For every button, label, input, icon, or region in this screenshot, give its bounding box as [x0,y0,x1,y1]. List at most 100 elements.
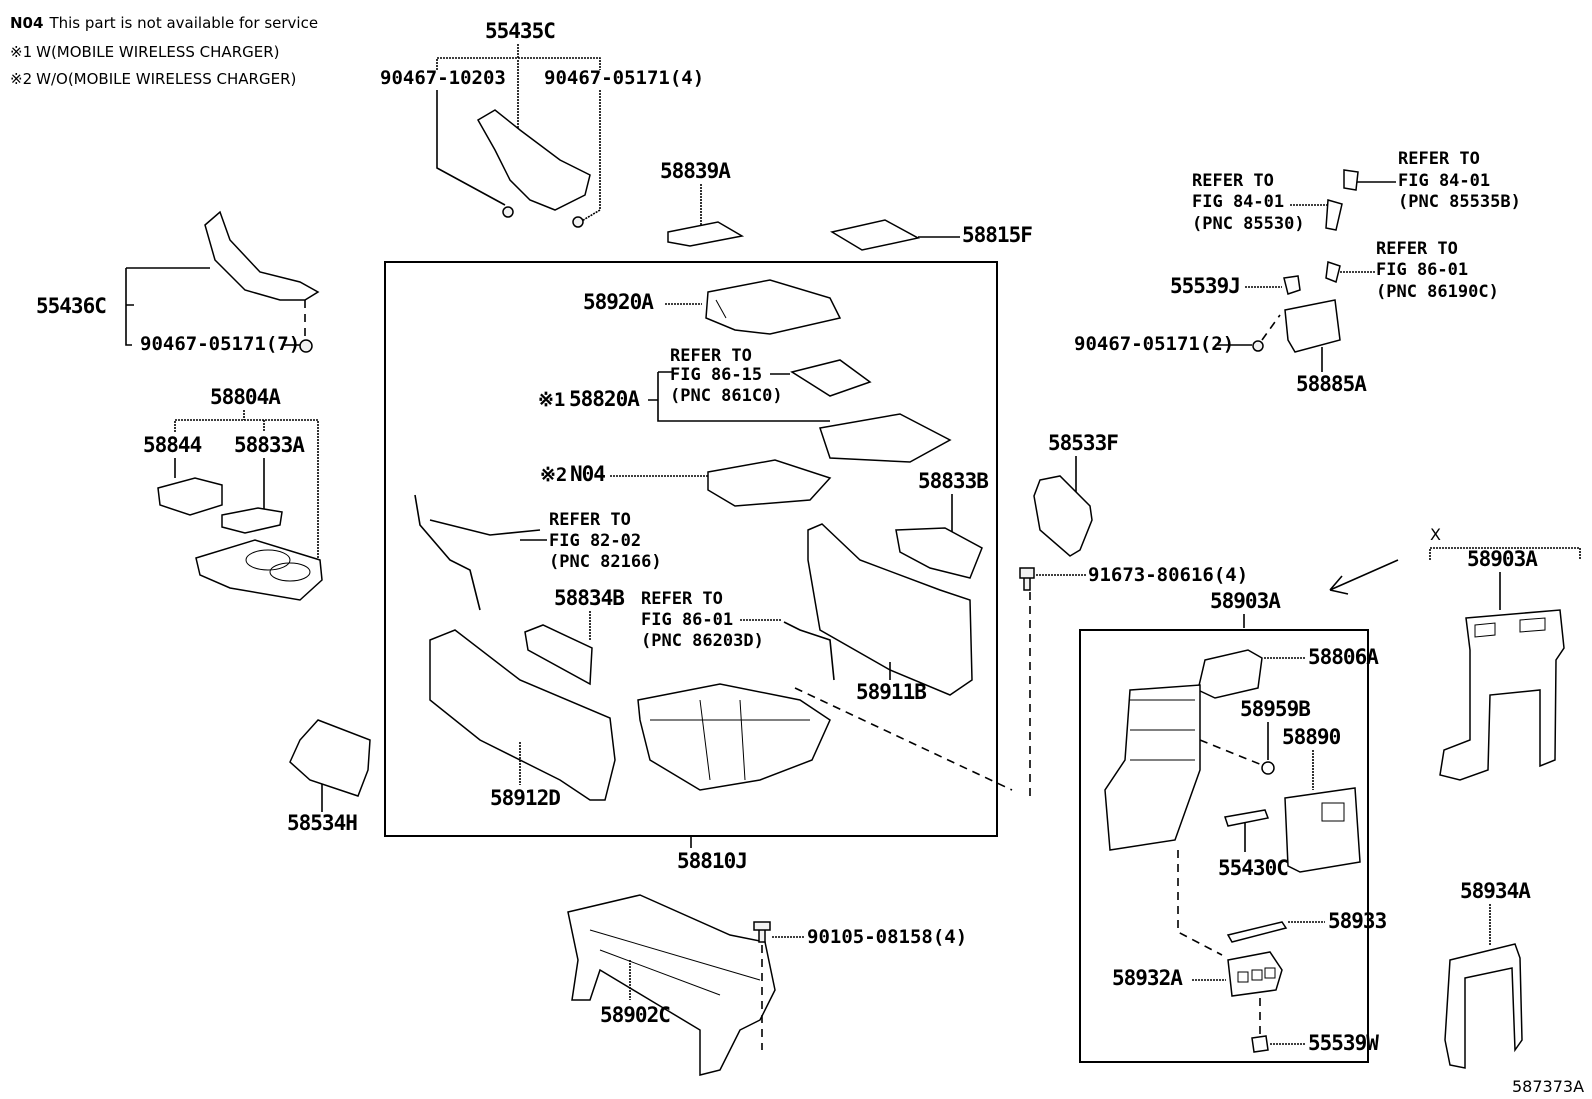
panel-58833A[interactable] [221,507,283,534]
console-bracket-58902C[interactable] [567,894,776,1076]
ref-86190C-line2[interactable]: FIG 86-01 [1376,260,1468,280]
part-label-58810J[interactable]: 58810J [677,849,748,873]
pad-58815F[interactable] [830,219,921,251]
usb-hub-58885A[interactable] [1284,299,1341,353]
clip-icon [299,339,313,353]
ref-85530-line3[interactable]: (PNC 85530) [1192,214,1305,234]
ref-86203D-line3[interactable]: (PNC 86203D) [641,631,764,651]
part-label-58834B[interactable]: 58834B [554,586,625,610]
part-label-90467-05171-4[interactable]: 90467-05171(4) [544,67,704,89]
part-label-N04[interactable]: N04 [570,462,606,486]
panel-detail [1474,617,1546,638]
part-label-58903A-view-x[interactable]: 58903A [1467,547,1539,571]
ref-85535B-line2[interactable]: FIG 84-01 [1398,171,1490,191]
part-label-58890[interactable]: 58890 [1282,725,1342,749]
group-58533F: 58533F 91673-80616(4) [1019,431,1248,796]
socket-85530[interactable] [1325,199,1343,231]
console-panel-55435C[interactable] [476,109,591,211]
cable-86203D[interactable] [783,621,835,681]
ref-85535B-line3[interactable]: (PNC 85535B) [1398,192,1521,212]
part-label-55436C[interactable]: 55436C [36,294,107,318]
part-label-58934A[interactable]: 58934A [1460,879,1532,903]
part-label-58920A[interactable]: 58920A [583,290,655,314]
ref-86203D-line2[interactable]: FIG 86-01 [641,610,733,630]
side-panel-58911B[interactable] [807,523,973,696]
wireless-charger-pad[interactable] [790,359,872,397]
part-label-90105-08158-4[interactable]: 90105-08158(4) [807,926,967,948]
cap-55539J[interactable] [1283,275,1301,295]
front-panel-view-x[interactable] [1439,609,1565,781]
part-label-58833A[interactable]: 58833A [234,433,306,457]
part-label-58903A[interactable]: 58903A [1210,589,1282,613]
ref-85530-line2[interactable]: FIG 84-01 [1192,192,1284,212]
cup-holder-58844[interactable] [157,477,223,516]
ref-82166-line3[interactable]: (PNC 82166) [549,552,662,572]
console-box-body[interactable] [637,683,831,791]
part-label-58533F[interactable]: 58533F [1048,431,1119,455]
armrest-lid-58920A[interactable] [705,279,842,335]
ref-82166-line1[interactable]: REFER TO [549,510,631,530]
switch-58932A[interactable] [1227,951,1283,997]
ref-85535B-line1[interactable]: REFER TO [1398,149,1480,169]
panel-58833B[interactable] [895,527,983,579]
socket-85535B[interactable] [1343,169,1359,191]
part-label-58833B[interactable]: 58833B [918,469,989,493]
tray-58820A[interactable] [819,413,952,463]
part-label-90467-10203[interactable]: 90467-10203 [380,67,506,89]
side-panel-58912D[interactable] [429,629,616,801]
ref-82166-line2[interactable]: FIG 82-02 [549,531,641,551]
cup-holder-base[interactable] [195,539,323,601]
ref-86190C-line1[interactable]: REFER TO [1376,239,1458,259]
tray-N04[interactable] [707,459,832,507]
note-n04-text: This part is not available for service [48,14,318,32]
trim-58834B[interactable] [524,624,593,686]
grommet-58959B[interactable] [1261,761,1275,775]
trim-55430C[interactable] [1224,809,1270,827]
ref-861C0-line1[interactable]: REFER TO [670,346,752,366]
part-label-58806A[interactable]: 58806A [1308,645,1380,669]
bracket-58533F[interactable] [1033,475,1093,557]
lid-58839A[interactable] [667,221,745,247]
part-label-58804A[interactable]: 58804A [210,385,282,409]
part-label-58534H[interactable]: 58534H [287,811,358,835]
part-label-58932A[interactable]: 58932A [1112,966,1184,990]
console-panel-55436C[interactable] [204,210,320,301]
ref-86190C-line3[interactable]: (PNC 86190C) [1376,282,1499,302]
part-label-58839A[interactable]: 58839A [660,159,732,183]
part-label-58844[interactable]: 58844 [143,433,203,457]
dash-line [794,687,1013,791]
ref-86203D-line1[interactable]: REFER TO [641,589,723,609]
usb-86190C[interactable] [1325,260,1341,284]
part-label-58820A[interactable]: 58820A [569,387,641,411]
part-label-55539W[interactable]: 55539W [1308,1031,1380,1055]
group-N04: ※2 N04 [540,459,832,507]
strip-58933[interactable] [1226,921,1288,943]
part-label-55539J[interactable]: 55539J [1170,274,1241,298]
part-label-58902C[interactable]: 58902C [600,1003,671,1027]
leader-90467-05171-4 [579,90,601,223]
pocket-58890[interactable] [1284,787,1361,873]
part-label-58912D[interactable]: 58912D [490,786,561,810]
frame-58934A[interactable] [1444,943,1523,1069]
ref-861C0-line2[interactable]: FIG 86-15 [670,365,762,385]
part-label-58959B[interactable]: 58959B [1240,697,1311,721]
front-panel-body[interactable] [1104,684,1201,851]
part-label-90467-05171-2[interactable]: 90467-05171(2) [1074,333,1234,355]
part-label-91673-80616-4[interactable]: 91673-80616(4) [1088,564,1248,586]
wire-harness-82166[interactable] [414,494,541,611]
part-label-55430C[interactable]: 55430C [1218,856,1289,880]
ref-85530-line1[interactable]: REFER TO [1192,171,1274,191]
display-58806A[interactable] [1197,649,1263,699]
svg-text:※2W/O(MOBILE WIRELESS CHARGER): ※2W/O(MOBILE WIRELESS CHARGER) [10,70,296,88]
side-panel-58534H[interactable] [289,719,371,797]
part-label-58911B[interactable]: 58911B [856,680,927,704]
group-wire-harness: REFER TO FIG 82-02 (PNC 82166) [414,494,662,611]
ref-861C0-line3[interactable]: (PNC 861C0) [670,386,783,406]
part-label-58885A[interactable]: 58885A [1296,372,1368,396]
part-label-55435C[interactable]: 55435C [485,19,556,43]
part-label-90467-05171-7[interactable]: 90467-05171(7) [140,333,300,355]
part-label-58815F[interactable]: 58815F [962,223,1033,247]
cap-55539W[interactable] [1251,1035,1269,1053]
part-label-58933[interactable]: 58933 [1328,909,1388,933]
